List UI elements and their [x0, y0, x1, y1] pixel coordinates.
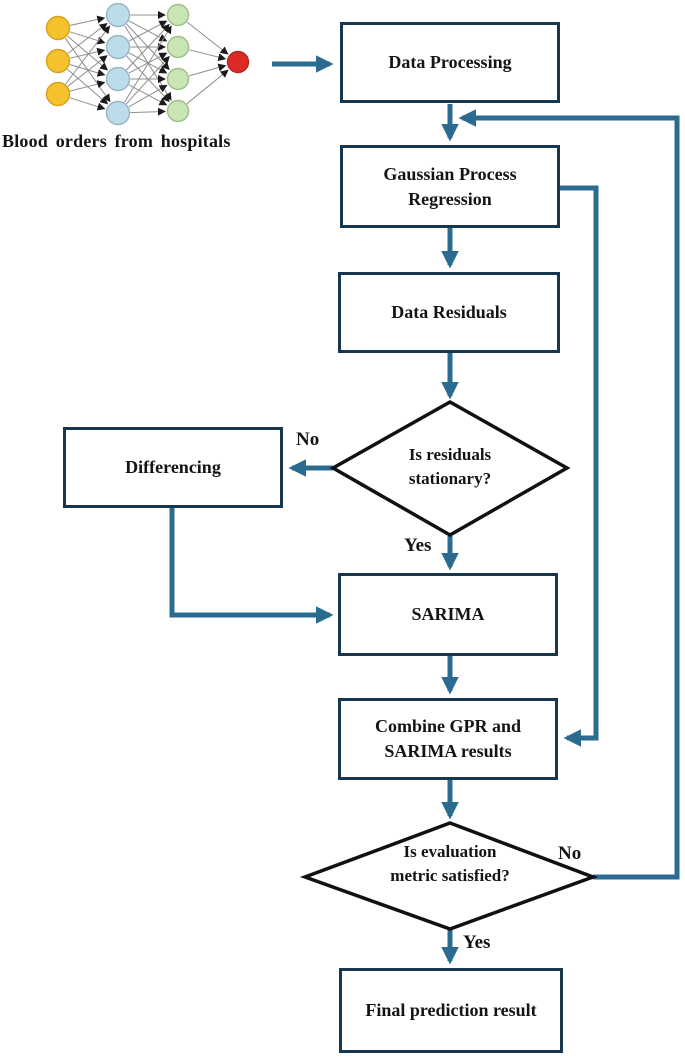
nn-edge [128, 20, 168, 42]
nn-edge [189, 49, 227, 62]
nn-edge [128, 52, 168, 74]
nn-edge [130, 107, 166, 116]
nn-edge [128, 84, 168, 106]
nn-edge [126, 55, 170, 103]
decision-residuals-label: Is residuals stationary? [408, 445, 492, 488]
branch-label-evaluation-no: No [558, 843, 582, 864]
nn-edge [67, 55, 108, 87]
nn-edge [186, 21, 229, 55]
node-data-processing-label: Data Processing [388, 52, 512, 72]
arrow-evaluation-no-feedback-loop [458, 109, 680, 880]
node-gpr-label: Gaussian Process Regression [383, 163, 517, 209]
nn-edge [128, 52, 168, 74]
nn-input-node [45, 15, 71, 41]
node-sarima: SARIMA [338, 573, 558, 656]
decision-evaluation-label: Is evaluation metric satisfied? [390, 842, 510, 885]
nn-edge [124, 25, 172, 103]
nn-edge [67, 22, 108, 54]
nn-edge [69, 97, 106, 111]
nn-edge [126, 23, 170, 71]
nn-hidden1-node [105, 34, 131, 60]
nn-hidden1-node [105, 100, 131, 126]
node-data-residuals: Data Residuals [338, 272, 560, 353]
nn-output-node [226, 50, 250, 74]
nn-edge [70, 15, 106, 26]
nn-edge [128, 84, 168, 108]
nn-hidden1-node [105, 66, 131, 92]
decision-diamond-evaluation [299, 821, 599, 931]
branch-label-residuals-no: No [296, 429, 320, 450]
nn-edge [188, 63, 227, 77]
nn-edge [67, 68, 109, 105]
arrow-gpr-to-combine [558, 185, 599, 747]
node-sarima-label: SARIMA [411, 604, 485, 624]
nn-edge [69, 80, 106, 92]
nn-edge [126, 23, 170, 71]
nn-hidden2-node [166, 35, 190, 59]
node-gaussian-process-regression: Gaussian Process Regression [340, 145, 560, 228]
node-data-processing: Data Processing [340, 22, 560, 103]
nn-hidden2-node [166, 3, 190, 27]
nn-edge [128, 20, 168, 42]
nn-input-node [45, 48, 71, 74]
branch-label-residuals-yes: Yes [404, 535, 432, 556]
decision-diamond-residuals [329, 399, 571, 538]
branch-label-evaluation-yes: Yes [463, 932, 491, 953]
nn-edge [69, 31, 106, 45]
nn-edge [70, 47, 106, 59]
nn-caption: Blood orders from hospitals [2, 131, 231, 151]
node-differencing: Differencing [63, 427, 283, 508]
nn-edge [69, 64, 106, 77]
node-combine-gpr-sarima: Combine GPR and SARIMA results [338, 698, 558, 780]
nn-hidden2-node [166, 99, 190, 123]
nn-edge [186, 69, 229, 105]
nn-edge [67, 35, 109, 71]
node-differencing-label: Differencing [125, 457, 221, 477]
nn-hidden2-node [166, 67, 190, 91]
nn-hidden1-node [105, 2, 131, 28]
nn-edge [65, 25, 111, 85]
nn-input-node [45, 81, 71, 107]
node-final-prediction: Final prediction result [339, 968, 563, 1053]
arrow-differencing-to-sarima [169, 508, 334, 624]
node-final-label: Final prediction result [365, 1000, 537, 1020]
node-data-residuals-label: Data Residuals [391, 302, 507, 322]
neural-network-illustration [45, 2, 250, 126]
node-combine-label: Combine GPR and SARIMA results [374, 716, 522, 761]
nn-edge [126, 55, 170, 105]
